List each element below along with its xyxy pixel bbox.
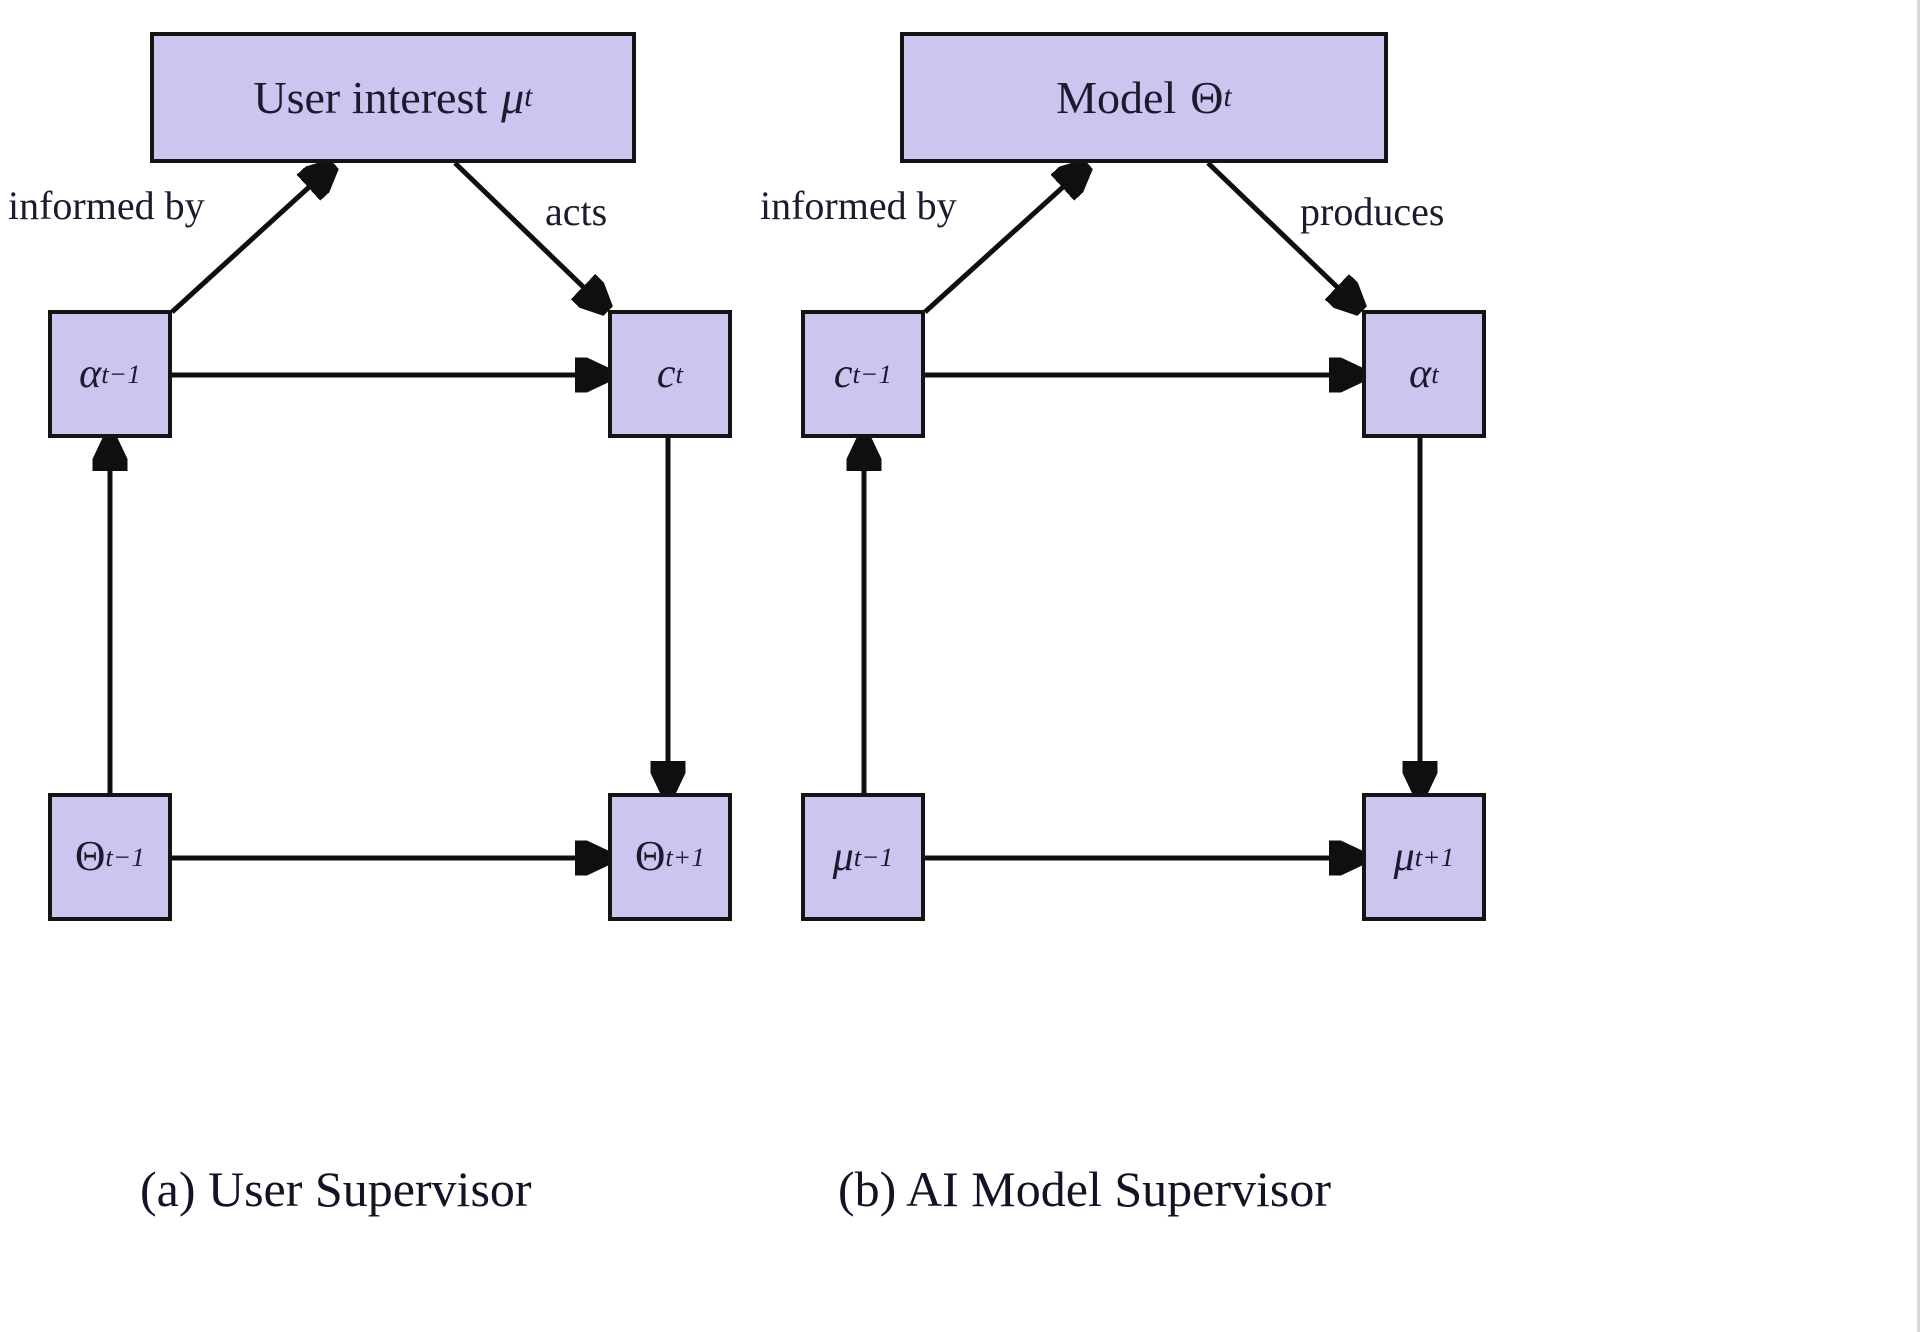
edge-label-a-informed-by: informed by (8, 183, 205, 228)
caption-panel-a: (a) User Supervisor (140, 1161, 532, 1217)
node-theta-t-plus-1-subscript: t+1 (665, 841, 705, 872)
edge-label-b-produces: produces (1300, 189, 1445, 234)
node-mu-t-minus-1-symbol: μ (832, 834, 854, 880)
node-model-theta-t-subscript: t (1223, 80, 1232, 113)
node-mu-t-minus-1-subscript: t−1 (853, 841, 894, 872)
node-theta-t-minus-1-subscript: t−1 (105, 841, 145, 872)
page-edge-rule (1917, 0, 1920, 1332)
node-mu-t-plus-1-subscript: t+1 (1414, 841, 1455, 872)
node-c-t-minus-1-symbol: c (833, 351, 853, 397)
node-alpha-t-minus-1-symbol: α (79, 351, 102, 397)
node-theta-t-plus-1-symbol: Θ (635, 834, 666, 880)
node-alpha-t-subscript: t (1431, 358, 1439, 389)
arrow-alpha-to-userinterest (170, 168, 330, 314)
node-c-t-minus-1-subscript: t−1 (852, 358, 893, 389)
edge-label-a-acts: acts (545, 189, 608, 234)
node-user-interest-subscript: t (524, 80, 533, 113)
arrow-userinterest-to-ct (453, 161, 604, 307)
edge-label-b-informed-by: informed by (760, 183, 957, 228)
node-c-t-symbol: c (656, 351, 676, 397)
node-alpha-t-symbol: α (1409, 351, 1432, 397)
node-model-theta-t-symbol: Θ (1190, 71, 1224, 123)
node-mu-t-plus-1-symbol: μ (1393, 834, 1415, 880)
node-user-interest-symbol: μ (501, 71, 525, 123)
node-c-t-subscript: t (675, 358, 684, 389)
arrow-model-to-alpha (1206, 161, 1358, 307)
arrow-cprev-to-model (923, 168, 1084, 314)
node-model-theta-t-text: Model (1056, 71, 1177, 123)
node-user-interest-text: User interest (253, 71, 488, 123)
node-alpha-t-minus-1-subscript: t−1 (101, 358, 141, 389)
caption-panel-b: (b) AI Model Supervisor (838, 1161, 1331, 1217)
node-theta-t-minus-1-symbol: Θ (75, 834, 106, 880)
